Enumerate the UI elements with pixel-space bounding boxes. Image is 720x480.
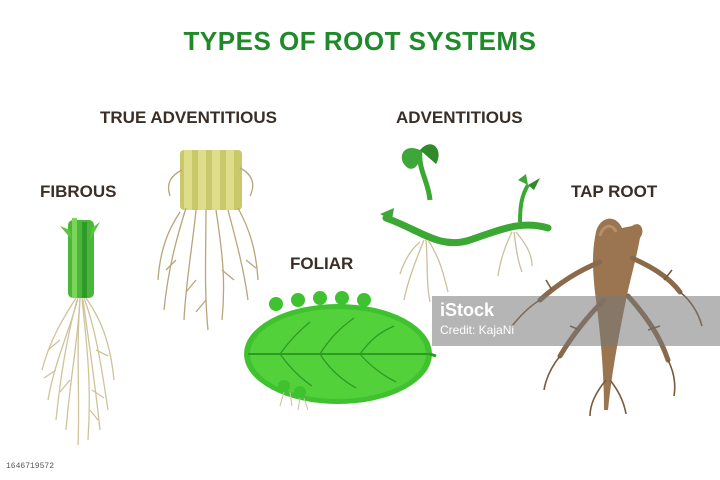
label-tap-root: TAP ROOT xyxy=(571,182,658,201)
diagram-title: TYPES OF ROOT SYSTEMS xyxy=(183,26,537,56)
watermark-logo: iStock xyxy=(440,300,495,320)
stock-id: 1646719572 xyxy=(6,462,55,471)
label-true-adventitious: TRUE ADVENTITIOUS xyxy=(100,108,277,127)
label-fibrous: FIBROUS xyxy=(40,182,117,201)
label-foliar: FOLIAR xyxy=(290,254,354,273)
true-adventitious-root-illustration xyxy=(157,150,259,331)
foliar-root-illustration xyxy=(244,291,437,411)
label-adventitious: ADVENTITIOUS xyxy=(396,108,523,127)
watermark-credit: Credit: KajaNi xyxy=(440,323,515,337)
watermark-banner: iStock Credit: KajaNi xyxy=(432,296,720,346)
adventitious-root-illustration xyxy=(380,144,552,303)
fibrous-root-illustration xyxy=(41,218,115,446)
